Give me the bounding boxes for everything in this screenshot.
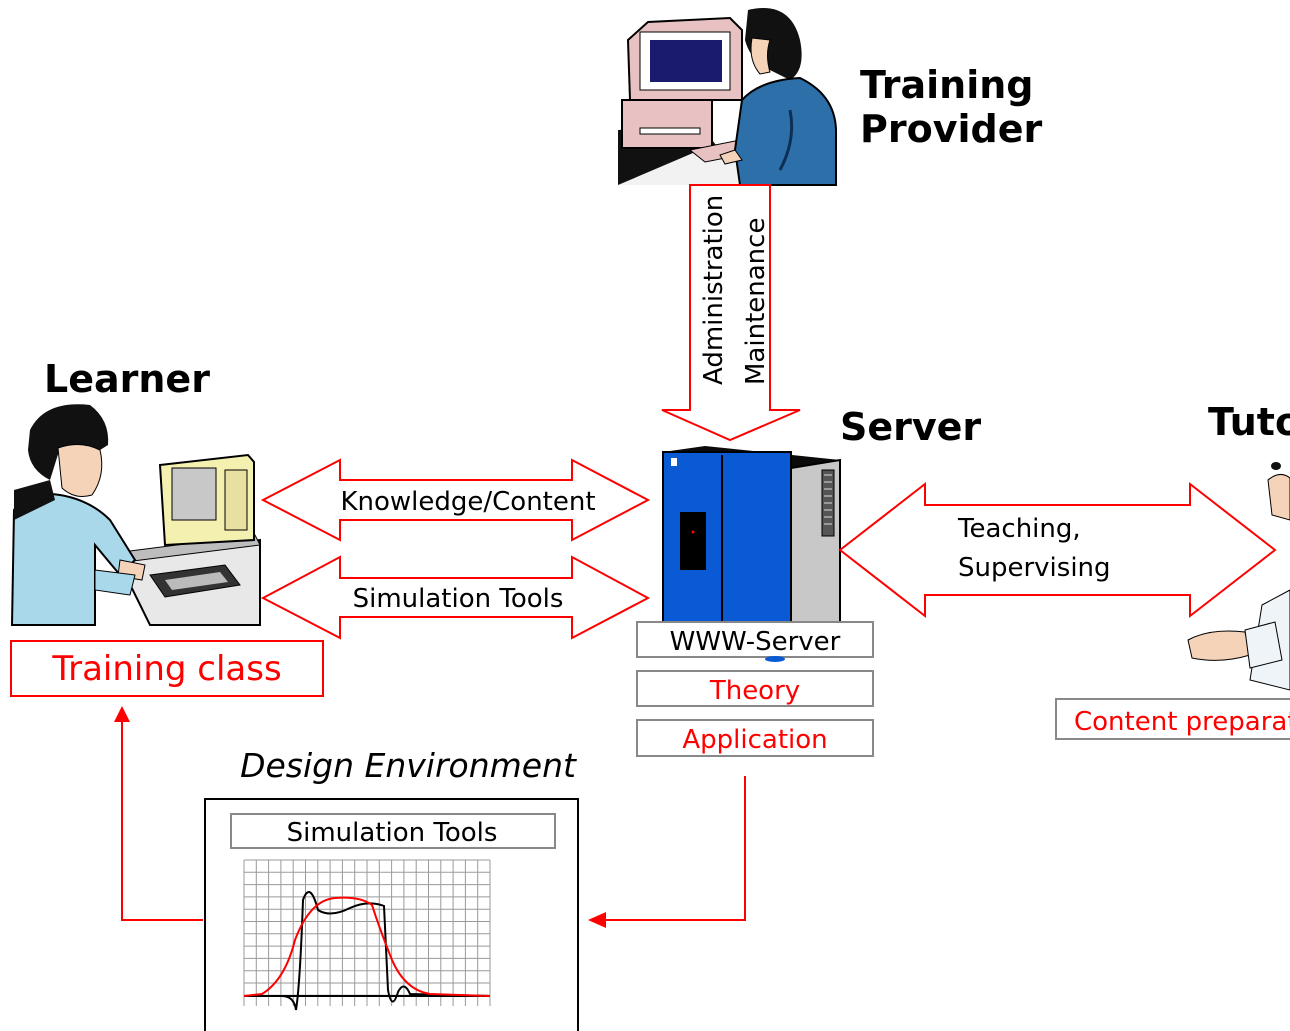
simulation-response-red-curve — [243, 896, 491, 997]
server-module-theory-box — [636, 670, 874, 707]
maintenance-label: Maintenance — [741, 218, 771, 385]
simulation-response-black-curve — [244, 891, 491, 1011]
learner-title: Learner — [44, 357, 210, 401]
server-module-www-label: WWW-Server — [670, 627, 841, 657]
application-to-design-connector — [606, 776, 746, 921]
design-simulation-tools-box — [230, 813, 556, 849]
learner-illustration — [10, 404, 261, 626]
content-preparation-label: Content preparation — [1074, 707, 1290, 737]
design-simulation-tools-label: Simulation Tools — [287, 818, 498, 848]
server-module-theory-label: Theory — [709, 676, 800, 706]
server-tower-icon — [662, 446, 841, 634]
admin-maintenance-arrow — [661, 184, 801, 442]
training-provider-title-line1: Training — [860, 63, 1034, 107]
server-module-application-box — [636, 719, 874, 757]
server-module-application-label: Application — [682, 725, 827, 755]
supervising-label: Supervising — [958, 553, 1111, 583]
arrowhead-up-icon — [114, 706, 130, 722]
simulation-tools-arrow — [260, 555, 651, 640]
knowledge-content-arrow — [260, 458, 651, 542]
training-class-box — [10, 640, 324, 697]
training-class-label: Training class — [51, 649, 281, 689]
teaching-supervising-arrow — [838, 481, 1277, 619]
simulation-plot — [243, 859, 491, 1011]
content-preparation-box — [1055, 698, 1290, 740]
server-title: Server — [840, 405, 981, 449]
design-environment-caption: Design Environment — [240, 746, 577, 785]
tutor-illustration — [1187, 462, 1290, 691]
server-module-www-box — [636, 621, 874, 658]
design-to-training-connector — [121, 722, 203, 921]
simulation-tools-flow-label: Simulation Tools — [353, 584, 564, 614]
training-provider-title-line2: Provider — [860, 107, 1042, 151]
training-provider-illustration — [618, 8, 837, 186]
teaching-label: Teaching, — [957, 514, 1081, 544]
arrowhead-left-icon — [588, 912, 606, 928]
administration-label: Administration — [699, 195, 729, 385]
tutor-title: Tutor — [1208, 400, 1290, 444]
knowledge-content-label: Knowledge/Content — [340, 487, 595, 517]
